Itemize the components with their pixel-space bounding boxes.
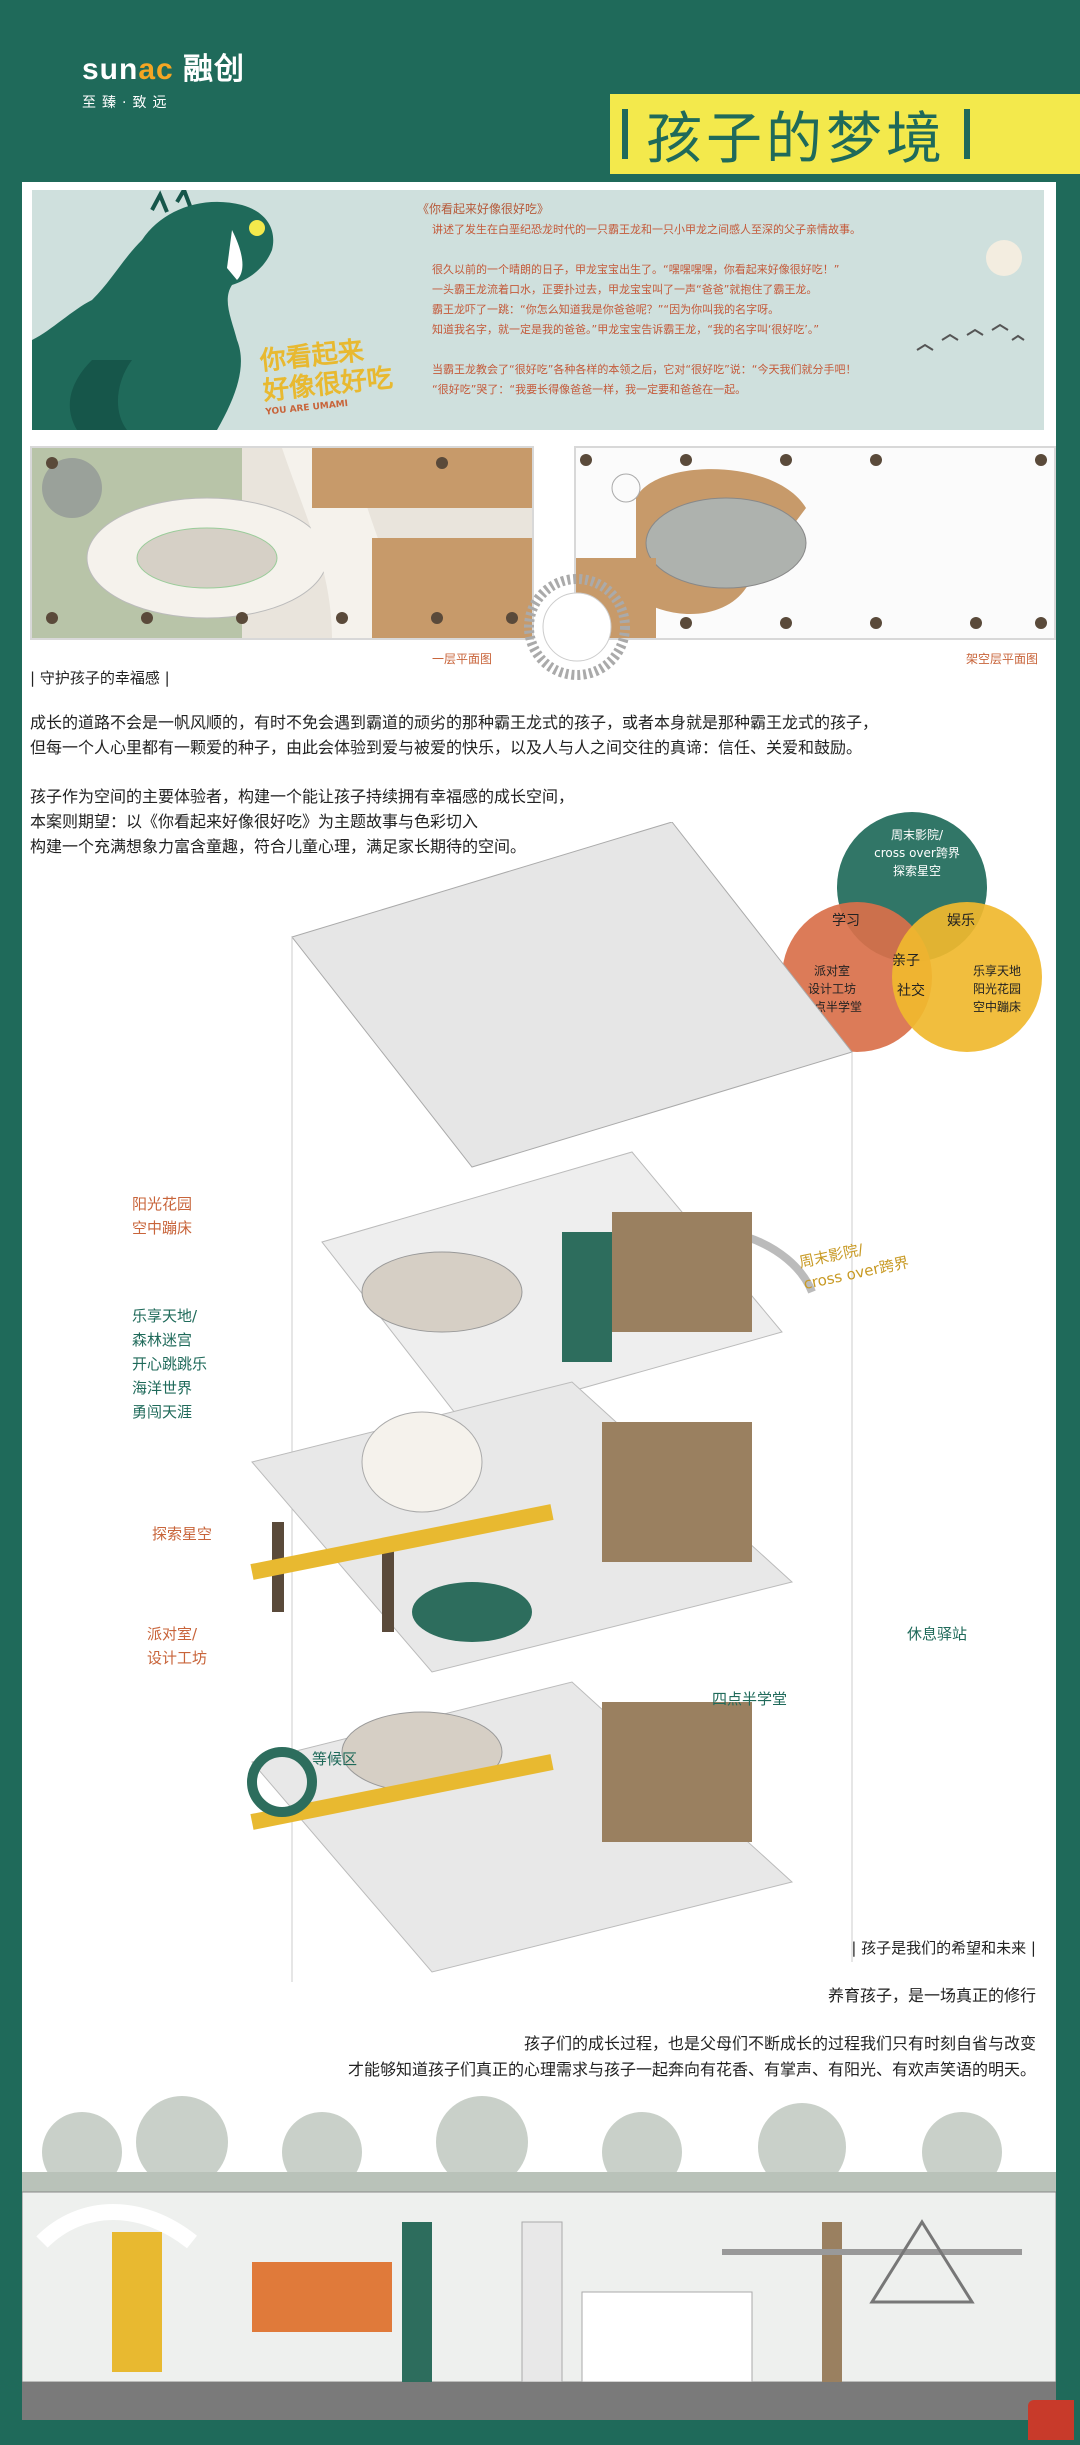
closing-line1: 养育孩子，是一场真正的修行 (827, 1986, 1036, 2005)
brand-accent: ac (138, 53, 174, 86)
brand-text: sun (82, 53, 139, 86)
closing-line3: 才能够知道孩子们真正的心理需求与孩子一起奔向有花香、有掌声、有阳光、有欢声笑语的… (347, 2060, 1036, 2079)
closing-tag: | 孩子是我们的希望和未来 | (851, 1939, 1036, 1957)
venn-top-text: 周末影院/ cross over跨界 探索星空 (852, 826, 982, 880)
page-title-bar: 孩子的梦境 (610, 94, 1080, 174)
story-line (432, 240, 1012, 260)
axonometric-exploded-view (247, 822, 853, 1982)
label-garden: 阳光花园 空中蹦床 (132, 1192, 192, 1240)
label-wait: 等候区 (312, 1750, 358, 1768)
story-line: 当霸王龙教会了“很好吃”各种各样的本领之后，它对“很好吃”说：“今天我们就分手吧… (432, 363, 857, 376)
venn-social: 社交 (897, 983, 925, 999)
vision-line: 孩子作为空间的主要体验者，构建一个能让孩子持续拥有幸福感的成长空间， (30, 787, 575, 806)
venn-left-l1: 派对室 (813, 964, 850, 978)
moon (986, 240, 1022, 276)
ground-plan-label: 一层平面图 (432, 652, 493, 666)
label-star: 探索星空 (152, 1525, 213, 1543)
title-bar-left (622, 109, 628, 159)
vision-line: 本案则期望：以《你看起来好像很好吃》为主题故事与色彩切入 (30, 812, 479, 831)
venn-diagram: 周末影院/ cross over跨界 探索星空 学习 娱乐 亲子 社交 派对室 … (782, 812, 1062, 1082)
closing-line2: 孩子们的成长过程，也是父母们不断成长的过程我们只有时刻自省与改变 (523, 2034, 1036, 2053)
mezz-plan-label: 架空层平面图 (966, 652, 1039, 666)
label-school: 四点半学堂 (712, 1690, 788, 1708)
page-title: 孩子的梦境 (646, 106, 946, 172)
story-line: 一头霸王龙流着口水，正要扑过去，甲龙宝宝叫了一声“爸爸”就抱住了霸王龙。 (432, 283, 818, 296)
venn-right-l1: 乐享天地 (972, 964, 1021, 978)
label-fun-l3: 开心跳跳乐 (132, 1355, 208, 1373)
label-fun-l4: 海洋世界 (132, 1379, 193, 1397)
vision-line: 构建一个充满想象力富含童趣，符合儿童心理，满足家长期待的空间。 (30, 837, 527, 856)
brand-slogan: 至臻·致远 (82, 95, 173, 111)
venn-family: 亲子 (892, 953, 920, 969)
dinosaur-illustration (32, 190, 274, 430)
book-title: 《你看起来好像很好吃》 (417, 202, 550, 216)
story-line: 很久以前的一个晴朗的日子，甲龙宝宝出生了。“嘿嘿嘿嘿，你看起来好像很好吃！” (432, 263, 840, 276)
venn-top-l3: 探索星空 (892, 864, 941, 878)
label-party-l1: 派对室/ (147, 1625, 198, 1643)
title-bar-right (964, 109, 970, 159)
label-fun-l5: 勇闯天涯 (132, 1403, 193, 1421)
brand-cn: 融创 (173, 53, 246, 86)
label-party: 派对室/ 设计工坊 (147, 1622, 207, 1670)
venn-right-text: 乐享天地 阳光花园 空中蹦床 (957, 962, 1037, 1016)
section-elevation (22, 2096, 1056, 2420)
corner-dino-badge (1028, 2400, 1074, 2440)
vision-paragraph: 孩子作为空间的主要体验者，构建一个能让孩子持续拥有幸福感的成长空间， 本案则期望… (30, 784, 790, 859)
venn-top-l1: 周末影院/ (890, 828, 944, 842)
venn-top-l2: cross over跨界 (874, 846, 960, 860)
venn-play: 娱乐 (947, 913, 975, 929)
story-line: “很好吃”哭了：“我要长得像爸爸一样，我一定要和爸爸在一起。 (432, 383, 747, 396)
book-logo: 你看起来 好像很好吃 YOU ARE UMAMI (259, 333, 396, 418)
story-lines: 讲述了发生在白垩纪恐龙时代的一只霸王龙和一只小甲龙之间感人至深的父子亲情故事。 … (432, 220, 1012, 400)
sunac-logo: sunac 融创 至臻·致远 (82, 44, 245, 112)
section-title-happiness: | 守护孩子的幸福感 | (30, 669, 170, 687)
ground-floor-plan (30, 446, 534, 640)
label-rest: 休息驿站 (907, 1625, 968, 1643)
mezzanine-plan (574, 446, 1056, 640)
label-garden-l1: 阳光花园 (132, 1195, 193, 1213)
label-garden-l2: 空中蹦床 (132, 1219, 193, 1237)
label-fun-l1: 乐享天地/ (132, 1307, 198, 1325)
label-party-l2: 设计工坊 (147, 1649, 208, 1667)
intro-line: 成长的道路不会是一帆风顺的，有时不免会遇到霸道的顽劣的那种霸王龙式的孩子，或者本… (30, 713, 879, 732)
intro-paragraph: 成长的道路不会是一帆风顺的，有时不免会遇到霸道的顽劣的那种霸王龙式的孩子，或者本… (30, 710, 1050, 760)
venn-right-l3: 空中蹦床 (972, 1000, 1021, 1014)
label-fun-zone: 乐享天地/ 森林迷宫 开心跳跳乐 海洋世界 勇闯天涯 (132, 1304, 207, 1424)
birds-illustration (916, 323, 1025, 351)
venn-right-l2: 阳光花园 (972, 982, 1021, 996)
intro-line: 但每一个人心里都有一颗爱的种子，由此会体验到爱与被爱的快乐，以及人与人之间交往的… (30, 738, 863, 757)
story-line: 霸王龙吓了一跳：“你怎么知道我是你爸爸呢？”“因为你叫我的名字呀。 (432, 303, 780, 316)
story-line: 知道我名字，就一定是我的爸爸。”甲龙宝宝告诉霸王龙，“我的名字叫‘很好吃’。” (432, 323, 820, 336)
label-fun-l2: 森林迷宫 (132, 1331, 193, 1349)
circular-stair-plan (524, 574, 630, 680)
story-line: 讲述了发生在白垩纪恐龙时代的一只霸王龙和一只小甲龙之间感人至深的父子亲情故事。 (432, 223, 861, 236)
venn-left-l2: 设计工坊 (807, 982, 856, 996)
venn-learn: 学习 (832, 913, 860, 929)
content-panel: 你看起来 好像很好吃 YOU ARE UMAMI 《你看起来好像很好吃》 讲述了… (22, 182, 1056, 2420)
story-band: 你看起来 好像很好吃 YOU ARE UMAMI 《你看起来好像很好吃》 讲述了… (32, 190, 1044, 430)
venn-circle-yellow (892, 902, 1042, 1052)
